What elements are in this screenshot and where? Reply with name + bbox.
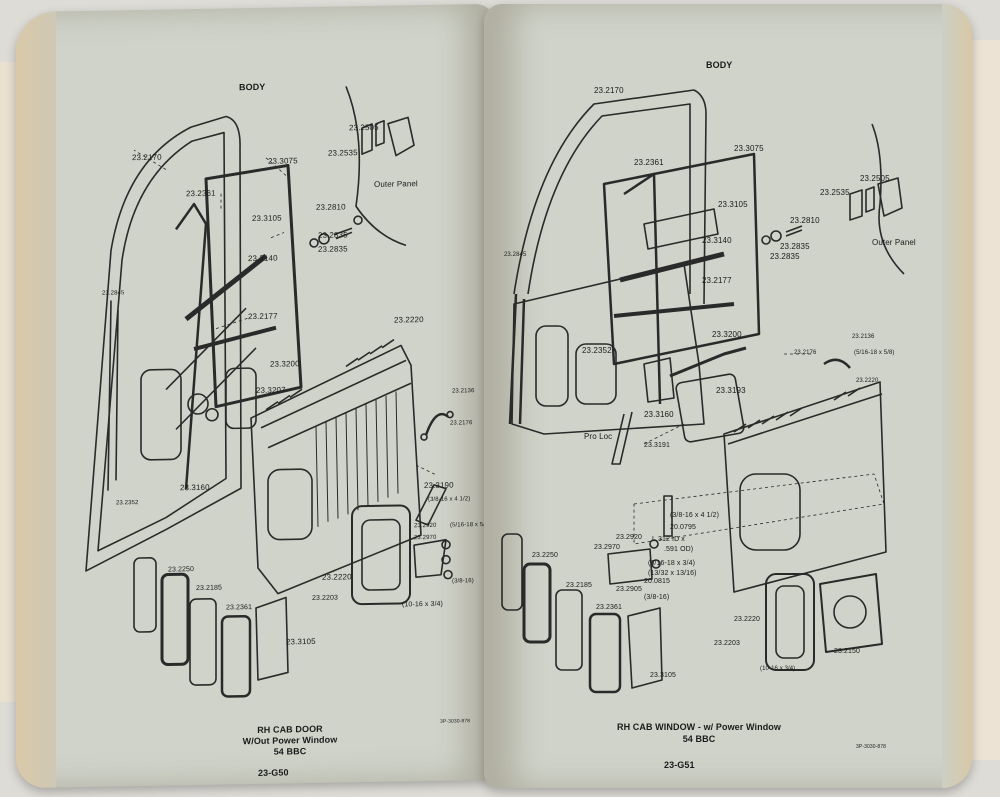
part-label: 23.3140 [702,236,732,245]
part-label: 23.2835 [318,244,348,254]
part-label: 20.0795 [670,524,697,531]
left-door-diagram [85,86,454,698]
part-label: 23.3200 [712,330,742,339]
part-label: 23.2535 [820,188,850,197]
bolt-spec: (3/8-16) [644,594,670,601]
part-label: 23.3075 [268,156,298,166]
page-number: 23-G50 [258,767,289,778]
part-label: 23.3193 [716,386,746,395]
bolt-spec: (3/8-16 x 4 1/2) [428,496,471,503]
part-label: 23.2361 [226,604,253,612]
catalog-code: 3P-3030-878 [440,718,471,725]
bolt-spec: .591 OD) [664,546,694,553]
part-label: 23.2835 [770,252,800,261]
part-label: 23.3105 [252,213,282,224]
part-label: 23.2177 [702,276,732,285]
bolt-spec: (5/16-18 x 3/4) [648,560,696,567]
part-label: 23.2905 [616,586,643,593]
caption-line: W/Out Power Window [242,734,338,747]
part-label: 23.2250 [168,566,195,574]
part-label: 23.2176 [794,350,817,356]
part-label: 23.2170 [594,86,624,95]
bolt-spec: (5/16-18 x 5/8) [854,350,895,356]
part-label: 23.3160 [180,482,210,493]
part-label: 23.2220 [856,378,879,384]
part-label: 23.2203 [312,594,339,603]
part-label: 23.3105 [650,672,677,679]
part-label: 23.3105 [718,200,748,209]
bolt-spec: (3/8-16 x 4 1/2) [670,512,720,519]
right-page: BODY 23.2170 23.3075 23.2361 23.3105 23.… [484,4,972,788]
part-label: 23.2220 [394,315,424,325]
part-label: 23.3190 [424,480,454,491]
part-label: 23.2136 [452,388,475,395]
caption-line: RH CAB WINDOW - w/ Power Window [616,722,781,732]
page-header: BODY [239,81,266,93]
part-label: 23.2170 [132,152,162,163]
part-label: 23.2920 [414,522,437,530]
part-label: 23.2185 [196,584,223,593]
part-label: 23.2136 [852,334,875,340]
caption-line: 54 BBC [273,746,307,757]
page-header: BODY [706,60,733,70]
part-label: 23.2970 [594,544,621,551]
part-label: 23.2203 [714,640,741,647]
part-label: 23.2361 [596,604,623,611]
part-label: 23.2835 [780,242,810,251]
part-label: 23.2845 [504,252,527,258]
caption-line: RH CAB DOOR [257,723,323,735]
outer-panel-label: Outer Panel [374,179,418,189]
part-label: 23.2150 [834,648,861,655]
bolt-spec: (13/32 x 13/16) [648,570,697,577]
part-label: 23.2220 [734,616,761,623]
right-window-diagram [501,89,905,694]
part-label: 23.2535 [328,148,358,158]
part-label: 23.2176 [450,420,473,427]
part-label: 23.2810 [316,202,346,212]
right-page-edge [942,4,972,788]
bolt-spec: (3/8-16) [452,578,474,585]
part-label: 23.2361 [634,158,664,167]
part-label: 20.0815 [644,578,671,585]
part-label: 23.2920 [616,534,643,541]
part-label: 23.2970 [414,534,437,542]
part-label: 23.3200 [270,359,300,369]
part-label: 23.3191 [644,442,671,449]
part-label: 23.2352 [116,500,139,507]
part-label: 23.2505 [860,174,890,183]
outer-panel-label: Outer Panel [872,238,916,247]
part-label: 23.3105 [286,636,316,647]
left-page: BODY 23.2505 23.2535 Outer Panel 23.2170… [16,3,494,789]
caption-line: 54 BBC [682,734,716,744]
bolt-spec: (10-16 x 3/4) [760,666,796,672]
part-label: 23.2505 [349,122,379,133]
catalog-code: 3P-3030-878 [856,744,887,750]
part-label: 23.2220 [322,572,352,582]
part-label: 23.2352 [582,346,612,355]
part-label: 23.3075 [734,144,764,153]
pro-loc-label: Pro Loc [584,432,613,441]
part-label: 23.3207 [256,385,286,395]
part-label: 23.2810 [790,216,820,225]
part-label: 23.2845 [102,290,125,297]
part-label: 23.2250 [532,552,559,559]
bolt-spec: (10-16 x 3/4) [402,600,443,609]
part-label: 23.2185 [566,582,593,589]
part-label: 23.2177 [248,311,278,322]
part-label: 23.2835 [318,230,348,240]
part-label: 23.3160 [644,410,674,419]
part-label: 23.2361 [186,188,216,199]
part-label: 23.3140 [248,253,278,264]
bolt-spec: L.312 ID x [652,536,685,543]
page-number: 23-G51 [664,760,695,770]
